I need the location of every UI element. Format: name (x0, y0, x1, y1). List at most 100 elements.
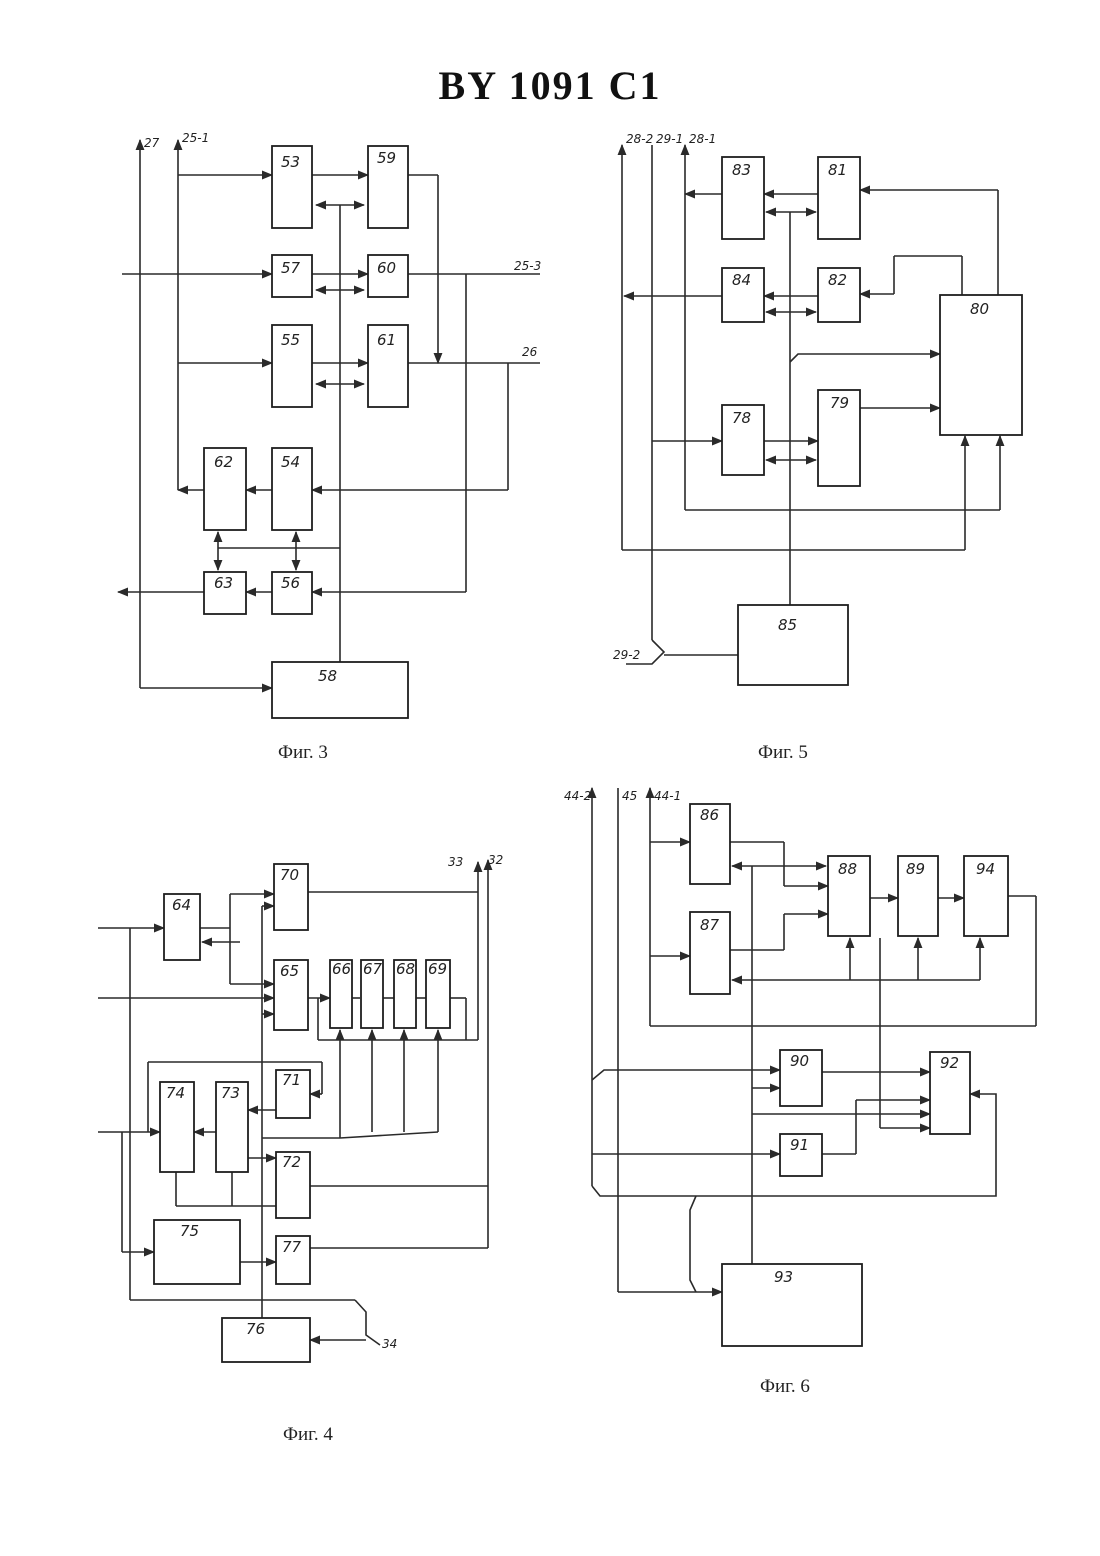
block-69: 69 (426, 960, 450, 1028)
block-84: 84 (722, 268, 764, 322)
signal-label: 29-1 (656, 132, 683, 146)
figure-6-blocks: 86 88 89 94 87 90 92 91 93 (690, 804, 1008, 1346)
svg-text:69: 69 (428, 960, 447, 978)
signal-label: 28-1 (689, 132, 716, 146)
block-88: 88 (828, 856, 870, 936)
svg-text:74: 74 (166, 1084, 185, 1102)
block-94: 94 (964, 856, 1008, 936)
block-67: 67 (361, 960, 383, 1028)
signal-label: 44-1 (654, 789, 681, 803)
svg-text:87: 87 (700, 916, 720, 934)
block-73: 73 (216, 1082, 248, 1172)
figure-3-blocks: 53 59 57 60 55 61 62 54 63 56 58 (204, 146, 408, 718)
signal-label: 45 (622, 789, 637, 803)
svg-text:86: 86 (700, 806, 719, 824)
block-63: 63 (204, 572, 246, 614)
block-82: 82 (818, 268, 860, 322)
signal-label: 29-2 (613, 648, 640, 662)
svg-text:80: 80 (970, 300, 989, 318)
svg-text:60: 60 (377, 259, 396, 277)
block-59: 59 (368, 146, 408, 228)
svg-text:71: 71 (282, 1071, 301, 1089)
block-64: 64 (164, 894, 200, 960)
svg-text:55: 55 (281, 331, 300, 349)
svg-text:63: 63 (214, 574, 233, 592)
figure-5-blocks: 83 81 84 82 80 78 79 85 (722, 157, 1022, 685)
svg-text:93: 93 (774, 1268, 793, 1286)
svg-text:84: 84 (732, 271, 751, 289)
block-78: 78 (722, 405, 764, 475)
svg-text:91: 91 (790, 1136, 809, 1154)
svg-text:90: 90 (790, 1052, 809, 1070)
block-91: 91 (780, 1134, 822, 1176)
block-62: 62 (204, 448, 246, 530)
block-87: 87 (690, 912, 730, 994)
svg-text:75: 75 (180, 1222, 199, 1240)
block-89: 89 (898, 856, 938, 936)
svg-text:77: 77 (282, 1238, 302, 1256)
block-61: 61 (368, 325, 408, 407)
svg-text:67: 67 (363, 960, 383, 978)
block-81: 81 (818, 157, 860, 239)
svg-text:83: 83 (732, 161, 751, 179)
svg-text:57: 57 (281, 259, 301, 277)
block-70: 70 (274, 864, 308, 930)
signal-label: 44-2 (564, 789, 591, 803)
svg-text:70: 70 (280, 866, 299, 884)
block-86: 86 (690, 804, 730, 884)
figure-3-wiring: 27 25-1 25-3 26 (118, 131, 541, 688)
svg-text:65: 65 (280, 962, 299, 980)
signal-label: 26 (522, 345, 538, 359)
block-72: 72 (276, 1152, 310, 1218)
svg-text:59: 59 (377, 149, 396, 167)
block-79: 79 (818, 390, 860, 486)
svg-text:61: 61 (377, 331, 396, 349)
svg-text:88: 88 (838, 860, 857, 878)
block-56: 56 (272, 572, 312, 614)
svg-text:94: 94 (976, 860, 995, 878)
block-68: 68 (394, 960, 416, 1028)
signal-label: 32 (488, 853, 503, 867)
svg-text:66: 66 (332, 960, 351, 978)
block-90: 90 (780, 1050, 822, 1106)
figure-4-blocks: 64 70 65 66 67 68 69 74 73 71 72 75 77 7… (154, 864, 450, 1362)
svg-text:73: 73 (221, 1084, 240, 1102)
svg-text:68: 68 (396, 960, 415, 978)
block-83: 83 (722, 157, 764, 239)
block-77: 77 (276, 1236, 310, 1284)
block-93: 93 (722, 1264, 862, 1346)
block-53: 53 (272, 146, 312, 228)
block-66: 66 (330, 960, 352, 1028)
block-85: 85 (738, 605, 848, 685)
svg-text:72: 72 (282, 1153, 301, 1171)
signal-label: 25-3 (514, 259, 541, 273)
svg-text:79: 79 (830, 394, 849, 412)
svg-text:62: 62 (214, 453, 233, 471)
block-54: 54 (272, 448, 312, 530)
svg-text:64: 64 (172, 896, 191, 914)
block-57: 57 (272, 255, 312, 297)
signal-label: 33 (448, 855, 463, 869)
svg-text:78: 78 (732, 409, 751, 427)
block-92: 92 (930, 1052, 970, 1134)
svg-text:92: 92 (940, 1054, 959, 1072)
svg-text:58: 58 (318, 667, 337, 685)
block-80: 80 (940, 295, 1022, 435)
signal-label: 28-2 (626, 132, 653, 146)
svg-text:82: 82 (828, 271, 847, 289)
block-58: 58 (272, 662, 408, 718)
svg-text:81: 81 (828, 161, 847, 179)
block-60: 60 (368, 255, 408, 297)
block-74: 74 (160, 1082, 194, 1172)
svg-text:56: 56 (281, 574, 300, 592)
signal-label: 27 (144, 136, 160, 150)
signal-label: 34 (382, 1337, 397, 1351)
svg-text:54: 54 (281, 453, 300, 471)
svg-text:53: 53 (281, 153, 300, 171)
svg-text:76: 76 (246, 1320, 265, 1338)
svg-text:85: 85 (778, 616, 797, 634)
block-71: 71 (276, 1070, 310, 1118)
block-75: 75 (154, 1220, 240, 1284)
